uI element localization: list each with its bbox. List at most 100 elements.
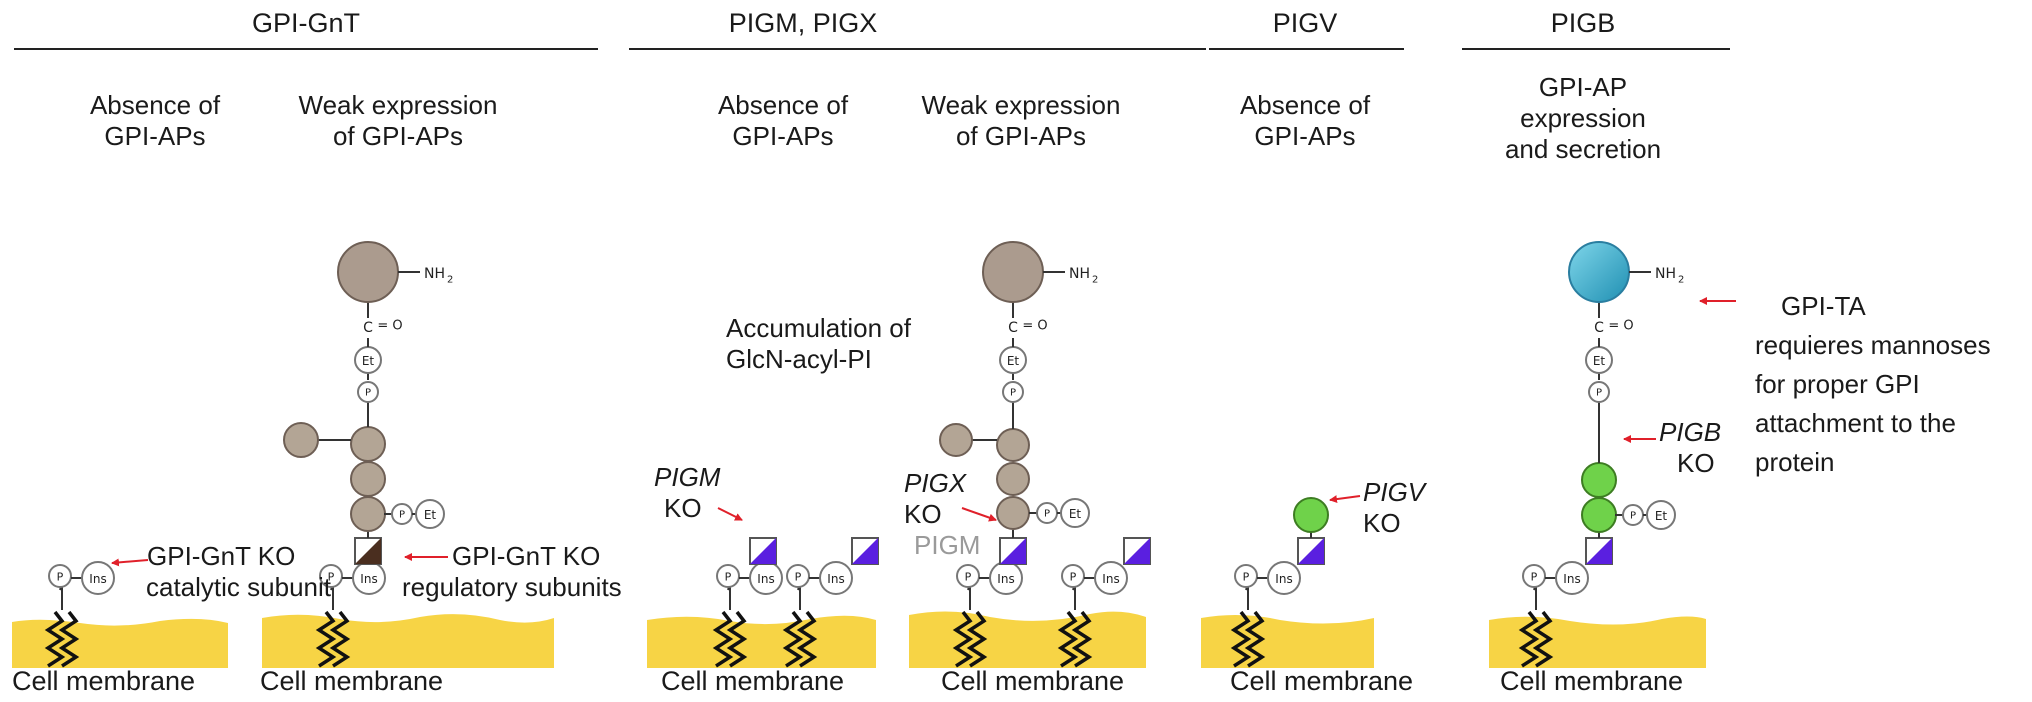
header-rule-pigv [1209,48,1404,50]
membrane-label-4: Cell membrane [941,666,1125,696]
inositol-circle-text: Ins [360,572,377,586]
phosphate-circle [716,564,740,588]
phosphate-circle [319,564,343,588]
membrane-label-1: Cell membrane [12,666,196,696]
ethanolamine-circle [1060,498,1090,528]
annotation-accumulation: Accumulation of GlcN-acyl-PI [726,313,911,375]
membrane-panel-3 [647,615,876,668]
membrane-label-2: Cell membrane [260,666,444,696]
annotation-line: GlcN-acyl-PI [726,344,872,374]
annotation-line: protein [1755,447,1835,477]
panel4b-glcn [1123,537,1151,565]
phosphate-circle-text: P [1070,571,1077,584]
carbonyl-oxygen: = O [1608,319,1633,334]
phosphate-circle-text: P [1630,511,1636,522]
annotation-pigm-grey: PIGM [914,530,981,560]
glcn-fill [1586,538,1612,564]
panel2-mannose-stack [283,422,386,538]
annotation-line: KO [1363,508,1401,538]
panel3b-glcn [851,537,879,565]
annotation-line: KO [904,499,942,529]
subheader-line: Absence of [717,90,849,120]
phosphate-circle [48,564,72,588]
membrane-panel-2 [262,614,554,668]
annotation-line: KO [664,493,702,523]
amine-label: NH [1069,266,1090,282]
phosphate-circle-text: P [1044,509,1050,520]
carbonyl-carbon: C [1594,320,1604,336]
lipid-tail-2 [726,610,748,668]
membrane-panel-4 [909,611,1146,668]
mannose-branch [283,422,319,458]
ethanolamine-circle [1646,500,1676,530]
inositol-circle-text: Ins [1563,572,1580,586]
mannose-green-1 [1293,497,1329,533]
panel6-mannose-stack [1581,462,1617,538]
annotation-pigv-ko: PIGV KO [1363,477,1425,539]
header-pigv: PIGV [1272,8,1338,38]
arrow-gnt-catalytic [111,558,149,567]
annotation-line: PIGX [904,468,967,498]
ethanolamine-circle-text: Et [362,354,375,368]
lipid-tail-1 [782,610,804,668]
annotation-pigb-ko: PIGB KO [1659,417,1721,479]
amine-subscript: 2 [447,275,453,286]
subheader-line: GPI-AP [1538,72,1628,102]
annotation-gnt-catalytic: GPI-GnT KO catalytic subunit [146,541,331,603]
ethanolamine-circle-text: Et [1655,509,1668,523]
phosphate-circle [1522,564,1546,588]
header-rule-pigb [1462,48,1730,50]
header-pigm-pigx: PIGM, PIGX [728,8,878,38]
phosphate-circle-text: P [328,571,335,584]
header-gpi-gnt: GPI-GnT [251,8,361,38]
mannose-3 [350,426,386,462]
phosphate-circle [786,564,810,588]
panel2-gpi-anchor: P Ins [315,561,386,668]
annotation-line: PIGM [654,462,721,492]
subheader-line: GPI-APs [1254,121,1356,151]
subheader-line: and secretion [1504,134,1662,164]
glcn-fill [355,538,381,564]
panel5-mannose [1293,497,1329,538]
phosphate-circle-text: P [365,388,371,399]
panel2-glcn [354,537,382,565]
inositol-circle [819,561,853,595]
annotation-line: for proper GPI [1755,369,1920,399]
header-rule-gpi-gnt [14,48,598,50]
annotation-pigm-ko: PIGM KO [654,462,720,524]
subheader-line: Absence of [1239,90,1371,120]
panel6-glcn [1585,537,1613,565]
arrow-pigv-ko [1329,495,1361,504]
lipid-tail-2 [796,610,818,668]
protein-circle [1568,241,1630,303]
lipid-tail-1 [1057,610,1079,668]
annotation-line: GPI-GnT KO [147,541,296,571]
phosphate-circle-text: P [399,510,405,521]
phosphate-circle-text: P [965,571,972,584]
phosphate-circle [1061,564,1085,588]
inositol-circle-text: Ins [997,572,1014,586]
phosphate-circle-text: P [725,571,732,584]
phosphate-circle-text: P [1596,388,1602,399]
lipid-tail-2 [1532,610,1554,668]
header-pigb: PIGB [1550,8,1616,38]
lipid-tail-2 [1244,610,1266,668]
lipid-tail-1 [712,610,734,668]
annotation-pigx-ko: PIGX KO [904,468,966,530]
inositol-circle-text: Ins [1275,572,1292,586]
mannose-1 [996,496,1030,530]
glcn-fill [852,538,878,564]
membrane-panel-1 [12,618,228,668]
lipid-tail-2 [58,610,80,668]
annotation-line: GPI-GnT KO [452,541,601,571]
glcn-fill [750,538,776,564]
protein-circle [337,241,399,303]
phosphate-circle [357,381,379,403]
